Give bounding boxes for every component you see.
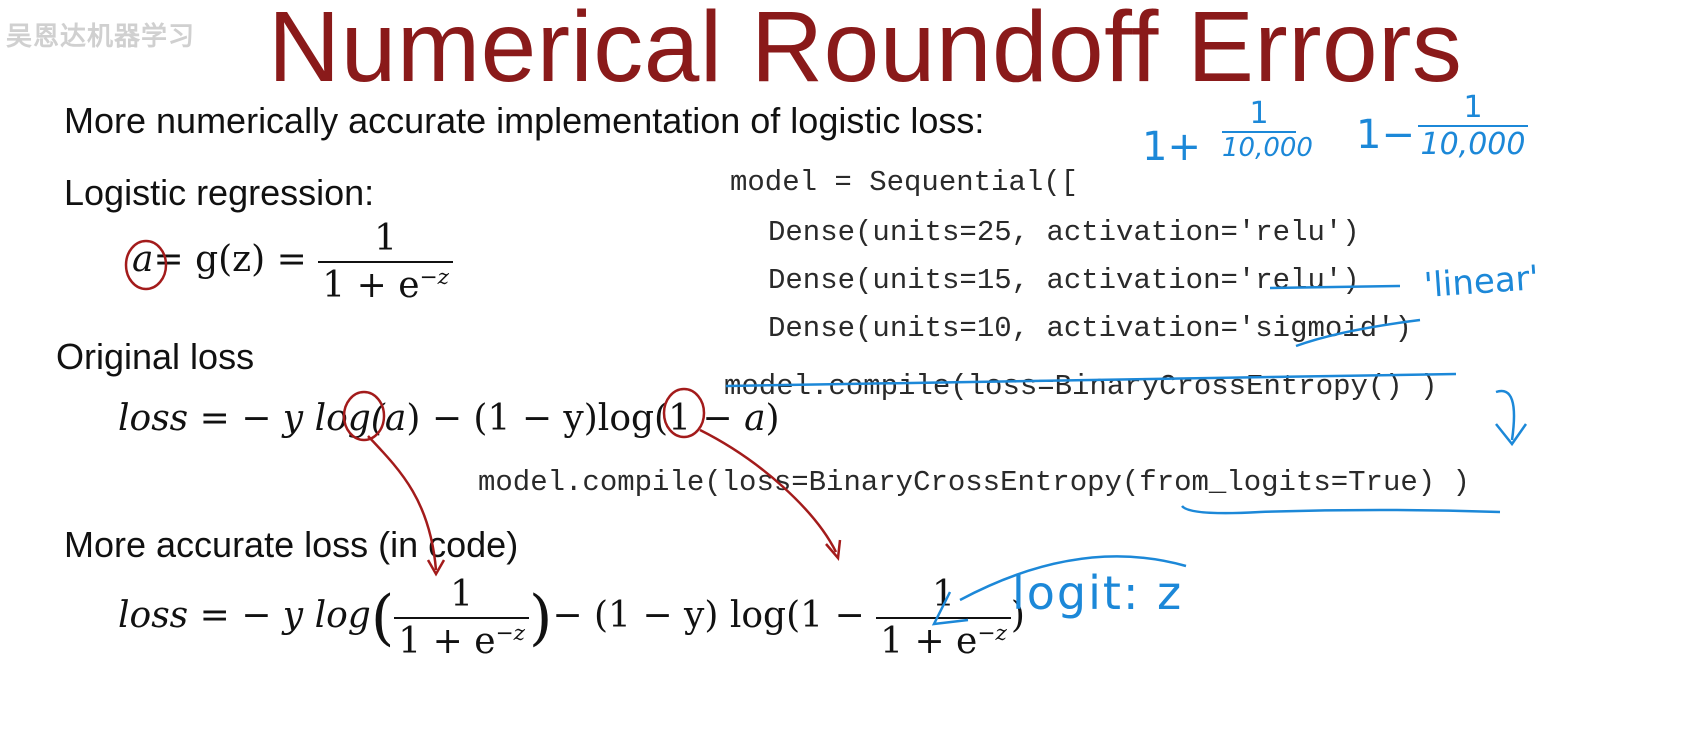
original-loss-heading: Original loss xyxy=(56,336,255,377)
den-base: 1 + e xyxy=(880,621,978,662)
fraction-denominator: 1 + e−z xyxy=(318,261,453,306)
logistic-regression-formula: a= g(z) = 1 1 + e−z xyxy=(132,218,453,306)
den-base: 1 + e xyxy=(398,621,496,662)
handwritten-logit-z: logit: z xyxy=(1012,566,1184,620)
fraction-denominator: 1 + e−z xyxy=(876,617,1011,662)
red-arrowhead-2 xyxy=(825,539,842,561)
handwritten-numerator: 1 xyxy=(1463,90,1483,125)
a-circled-1: a xyxy=(384,398,407,439)
fraction-numerator: 1 xyxy=(374,218,398,259)
left-paren: ( xyxy=(370,583,395,653)
formula-part-3: ) xyxy=(765,398,780,439)
g-of-z: = g(z) = xyxy=(153,239,307,280)
fraction-numerator: 1 xyxy=(932,574,955,615)
handwritten-numerator: 1 xyxy=(1249,96,1269,131)
blue-arrowhead-down xyxy=(1495,423,1528,447)
code-line-dense-25: Dense(units=25, activation='relu') xyxy=(768,216,1360,249)
accurate-end: ) xyxy=(1010,595,1025,636)
accurate-loss-heading: More accurate loss (in code) xyxy=(64,524,519,565)
accurate-lhs: loss = − y log xyxy=(118,595,371,636)
code-line-dense-15: Dense(units=15, activation='relu') xyxy=(768,264,1360,297)
intro-text: More numerically accurate implementation… xyxy=(64,100,985,141)
den-base: 1 + e xyxy=(322,265,420,306)
right-paren: ) xyxy=(528,583,553,653)
code-line-compile-new: model.compile(loss=BinaryCrossEntropy(fr… xyxy=(478,466,1470,499)
a-variable: a xyxy=(132,239,154,280)
handwritten-fraction-minus: 1 10,000 xyxy=(1418,90,1528,162)
watermark: 吴恩达机器学习 xyxy=(6,21,196,51)
handwritten-fraction-plus: 1 10,000 xyxy=(1222,96,1313,163)
den-exponent: −z xyxy=(419,265,449,290)
logistic-regression-heading: Logistic regression: xyxy=(64,172,375,213)
code-line-dense-10: Dense(units=10, activation='sigmoid') xyxy=(768,312,1412,345)
handwritten-denominator: 10,000 xyxy=(1222,131,1313,163)
handwritten-one-plus: 1+ xyxy=(1142,124,1201,170)
a-circled-2: a xyxy=(744,398,766,439)
underline-from-logits xyxy=(1181,505,1501,515)
formula-part-2: ) − (1 − y)log(1 − xyxy=(406,398,733,439)
handwritten-denominator: 10,000 xyxy=(1418,125,1528,162)
blue-arrow-down xyxy=(1495,389,1516,441)
slide-title: Numerical Roundoff Errors xyxy=(268,0,1463,103)
handwritten-one-minus: 1− xyxy=(1356,112,1415,158)
den-exponent: −z xyxy=(495,621,525,646)
code-line-sequential: model = Sequential([ xyxy=(730,166,1079,199)
handwritten-linear: 'linear' xyxy=(1422,258,1541,306)
formula-part-1: loss = − y log( xyxy=(118,398,385,439)
original-loss-formula: loss = − y log(a) − (1 − y)log(1 − a) xyxy=(118,398,780,439)
sigmoid-fraction: 1 1 + e−z xyxy=(318,218,453,306)
code-line-compile-old: model.compile(loss=BinaryCrossEntropy() … xyxy=(724,370,1438,403)
accurate-mid: − (1 − y) log(1 − xyxy=(552,595,865,636)
fraction-denominator: 1 + e−z xyxy=(394,617,529,662)
den-exponent: −z xyxy=(977,621,1007,646)
fraction-numerator: 1 xyxy=(450,574,474,615)
